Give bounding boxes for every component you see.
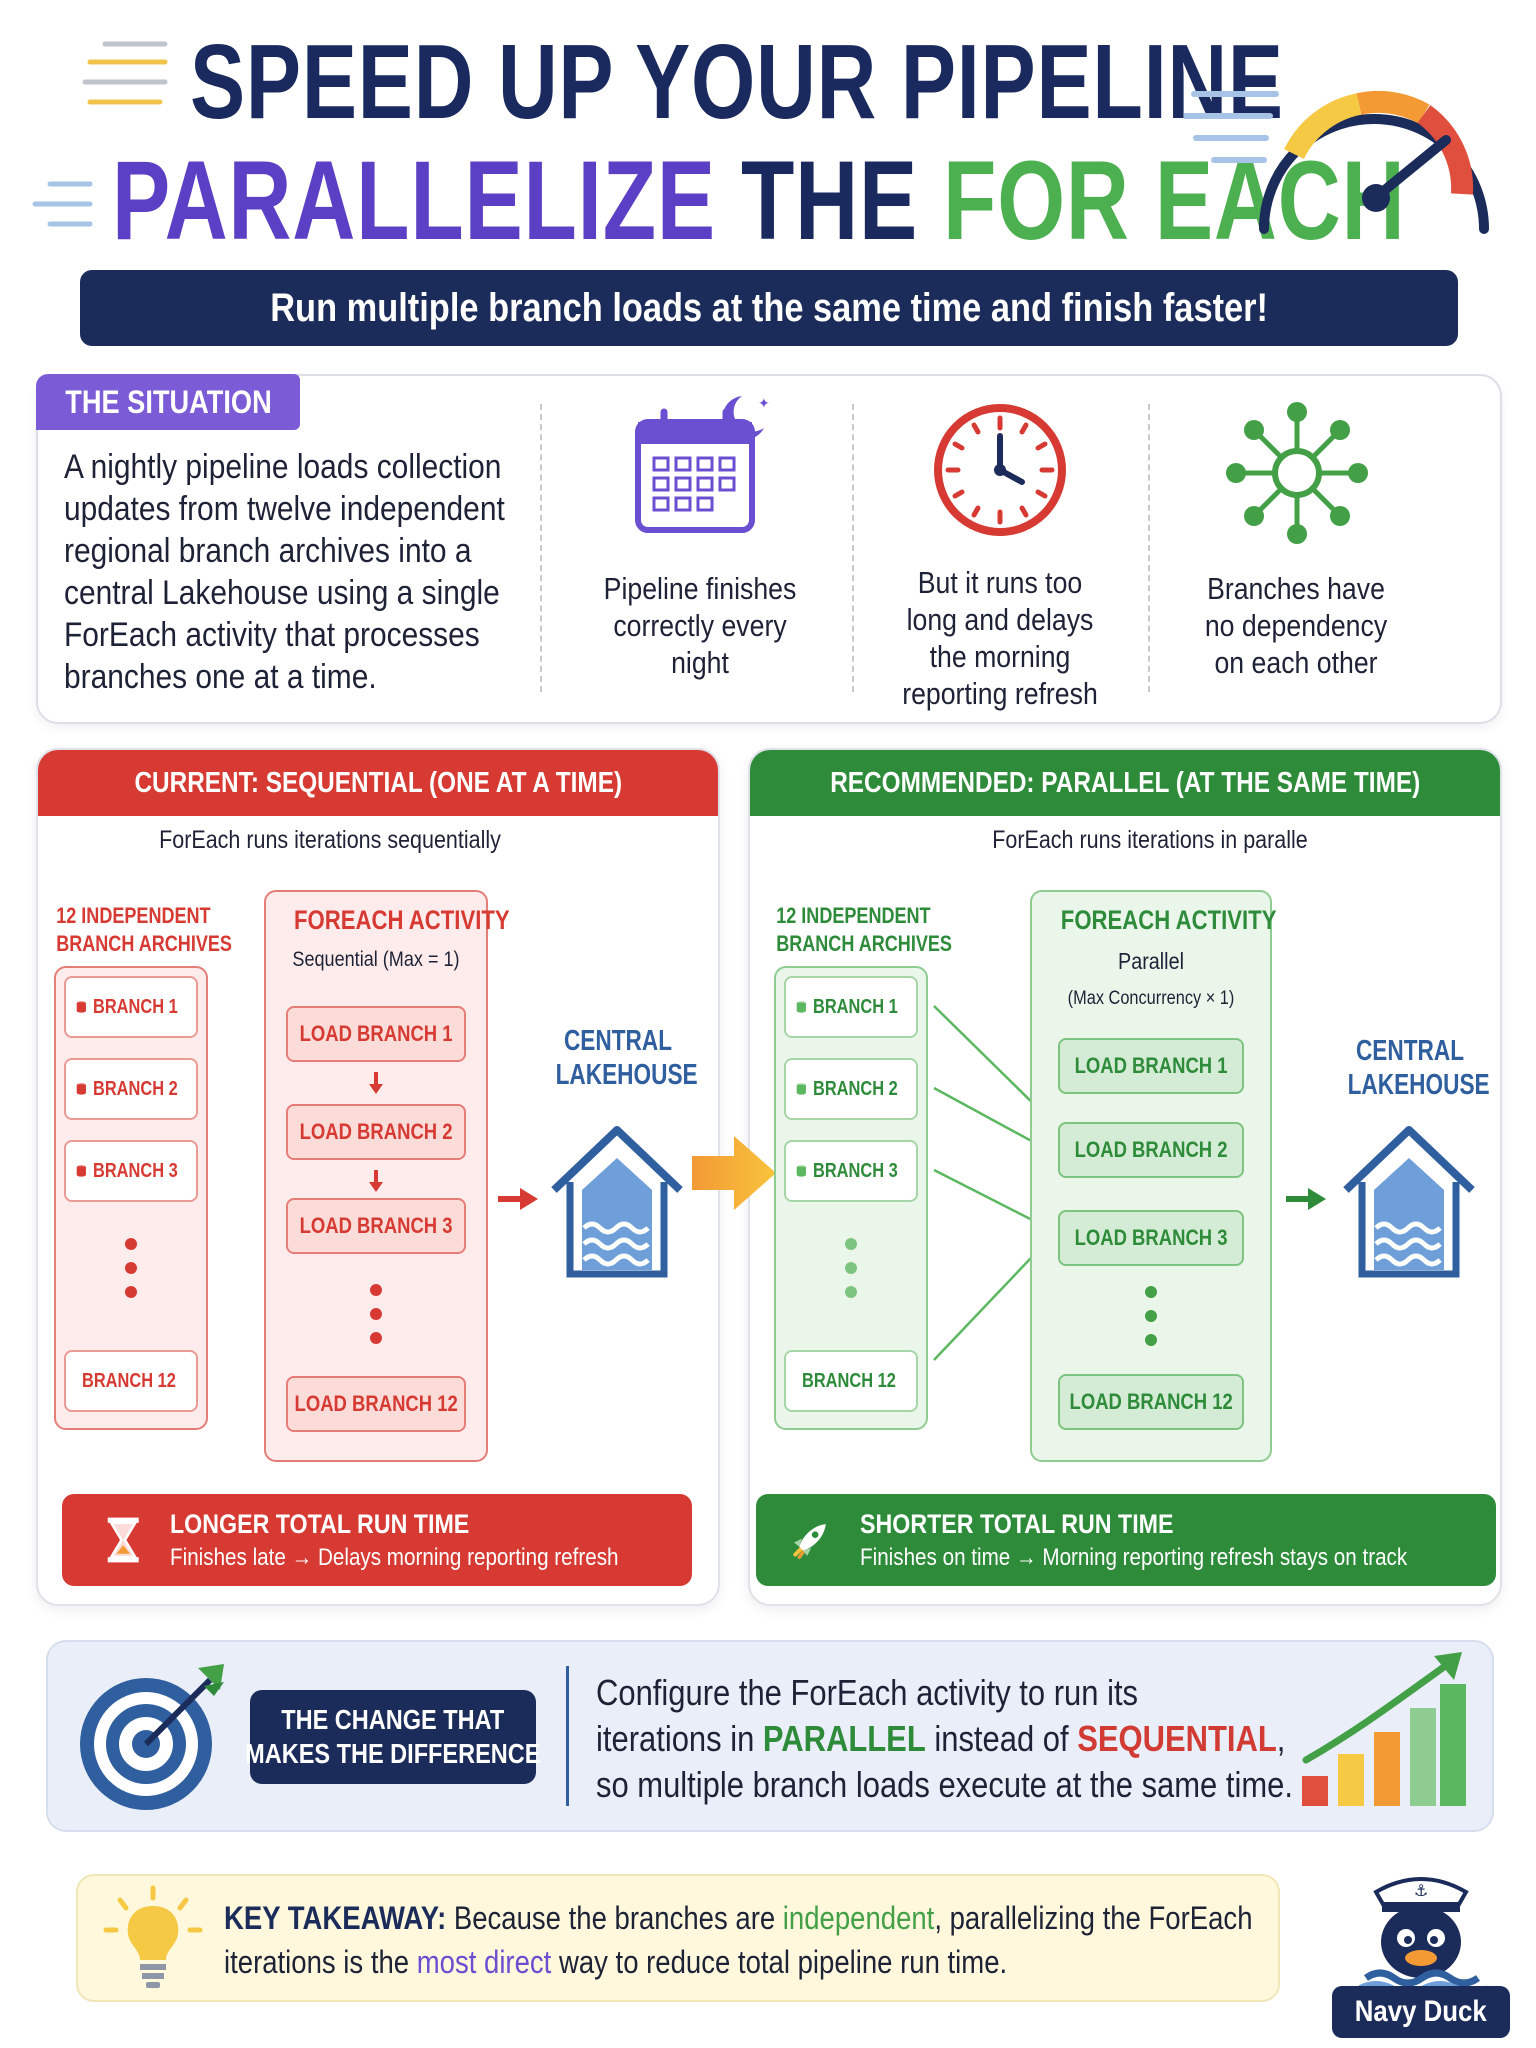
foreach-title: FOREACH ACTIVITY	[294, 905, 510, 935]
database-icon	[796, 1083, 806, 1095]
ellipsis-dot	[370, 1308, 382, 1320]
branch-chip: BRANCH 12	[64, 1350, 198, 1412]
database-icon	[76, 1083, 86, 1095]
foreach-title: FOREACH ACTIVITY	[1060, 905, 1277, 935]
load-step: LOAD BRANCH 2	[286, 1104, 466, 1160]
title-line-1: SPEED UP YOUR PIPELINE	[190, 23, 1284, 141]
duck-sailor-icon: ⚓	[1358, 1877, 1490, 1992]
load-step: LOAD BRANCH 2	[1058, 1122, 1244, 1178]
ellipsis-dot	[1145, 1286, 1157, 1298]
load-step: LOAD BRANCH 1	[286, 1006, 466, 1062]
point-caption: But it runs too long and delays the morn…	[902, 565, 1098, 711]
load-step: LOAD BRANCH 12	[286, 1376, 466, 1432]
current-panel-subtitle: ForEach runs iterations sequentially	[159, 826, 501, 854]
growth-chart-icon	[1302, 1652, 1466, 1806]
change-text: Configure the ForEach activity to run it…	[596, 1672, 1293, 1805]
clock-icon	[934, 404, 1066, 536]
branch-chip: BRANCH 1	[64, 976, 198, 1038]
hourglass-icon	[107, 1517, 139, 1563]
situation-label: THE SITUATION	[36, 374, 300, 430]
lightbulb-icon	[103, 1885, 203, 1988]
speed-lines-left	[32, 41, 168, 227]
branch-chip: BRANCH 3	[784, 1140, 918, 1202]
ellipsis-dot	[845, 1262, 857, 1274]
situation-card	[36, 374, 1502, 724]
takeaway-text: KEY TAKEAWAY: Because the branches are i…	[224, 1900, 1253, 1980]
arrow-right-icon	[498, 1188, 538, 1210]
arrow-down-icon	[369, 1170, 383, 1192]
divider	[852, 404, 854, 692]
branch-chip: BRANCH 2	[64, 1058, 198, 1120]
calendar-moon-icon: ✦	[635, 395, 770, 533]
ellipsis-dot	[125, 1262, 137, 1274]
network-hub-icon	[1226, 402, 1368, 544]
branch-chip: BRANCH 12	[784, 1350, 918, 1412]
takeaway-banner	[76, 1874, 1280, 2002]
arrow-down-icon	[369, 1072, 383, 1094]
parallel-connector-arrows	[933, 1005, 1053, 1361]
ellipsis-dot	[1145, 1310, 1157, 1322]
current-panel-header: CURRENT: SEQUENTIAL (ONE AT A TIME)	[38, 750, 718, 816]
ellipsis-dot	[125, 1238, 137, 1250]
load-step: LOAD BRANCH 1	[1058, 1038, 1244, 1094]
svg-text:✦: ✦	[758, 395, 770, 411]
ellipsis-dot	[370, 1284, 382, 1296]
load-step: LOAD BRANCH 3	[1058, 1210, 1244, 1266]
branch-chip: BRANCH 3	[64, 1140, 198, 1202]
foreach-mode: Parallel	[1118, 948, 1184, 974]
divider	[540, 404, 542, 692]
lakehouse-icon	[551, 1126, 683, 1278]
divider	[1148, 404, 1150, 692]
brand-badge: Navy Duck	[1332, 1986, 1510, 2038]
lakehouse-icon	[1343, 1126, 1475, 1278]
branch-chip: BRANCH 2	[784, 1058, 918, 1120]
foreach-concurrency: (Max Concurrency × 1)	[1067, 988, 1235, 1009]
divider	[566, 1666, 569, 1806]
branch-chip: BRANCH 1	[784, 976, 918, 1038]
load-step: LOAD BRANCH 3	[286, 1198, 466, 1254]
ellipsis-dot	[845, 1286, 857, 1298]
ellipsis-dot	[370, 1332, 382, 1344]
foreach-mode: Sequential (Max = 1)	[292, 948, 460, 971]
point-caption: Branches have no dependency on each othe…	[1204, 571, 1388, 680]
rocket-icon	[793, 1524, 826, 1559]
load-step: LOAD BRANCH 12	[1058, 1374, 1244, 1430]
target-arrow-icon	[80, 1664, 224, 1810]
recommended-panel-subtitle: ForEach runs iterations in paralle	[992, 826, 1308, 854]
title-line-2: PARALLELIZE THE FOR EACH	[112, 138, 1406, 263]
ellipsis-dot	[125, 1286, 137, 1298]
point-caption: Pipeline finishes correctly every night	[603, 571, 797, 680]
recommended-panel-header: RECOMMENDED: PARALLEL (AT THE SAME TIME)	[750, 750, 1500, 816]
ellipsis-dot	[1145, 1334, 1157, 1346]
speedometer-icon	[1184, 90, 1489, 234]
database-icon	[796, 1001, 806, 1013]
ellipsis-dot	[845, 1238, 857, 1250]
transition-arrow-icon	[692, 1136, 776, 1210]
database-icon	[76, 1165, 86, 1177]
database-icon	[76, 1001, 86, 1013]
svg-text:⚓: ⚓	[1414, 1881, 1428, 1900]
situation-text: A nightly pipeline loads collection upda…	[64, 448, 505, 696]
arrow-right-icon	[1286, 1188, 1326, 1210]
subtitle-banner: Run multiple branch loads at the same ti…	[80, 270, 1458, 346]
database-icon	[796, 1165, 806, 1177]
